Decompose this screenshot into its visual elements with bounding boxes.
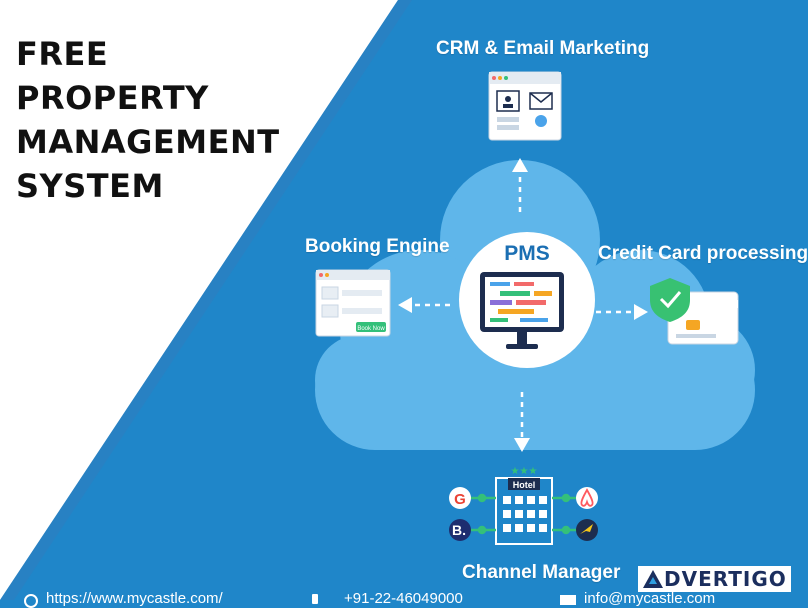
phone-icon [312, 594, 318, 604]
booking-engine-label: Booking Engine [305, 236, 450, 257]
channel-connectors [470, 493, 578, 535]
book-now-label: Book Now [357, 326, 385, 332]
booking-icon: B. [449, 519, 471, 541]
advertigo-logo: DVERTIGO [638, 566, 791, 592]
arrow-left-to-booking [398, 297, 450, 313]
footer-phone[interactable]: +91-22-46049000 [344, 590, 463, 607]
diagonal-stripe [0, 0, 412, 600]
mail-icon [560, 595, 576, 605]
shield-check-icon [650, 278, 690, 322]
headline-line-1: FREE [16, 35, 109, 73]
footer-website-link[interactable]: https://www.mycastle.com/ [46, 590, 223, 607]
pms-monitor-icon [480, 272, 564, 349]
illustration-canvas: Book Now [0, 0, 755, 605]
headline-line-2: PROPERTY [16, 79, 209, 117]
crm-card-icon [488, 71, 562, 141]
credit-card-processing-label: Credit Card processing [598, 243, 808, 264]
headline-line-3: MANAGEMENT [16, 123, 280, 161]
channel-manager-label: Channel Manager [462, 562, 621, 583]
hotel-building-icon [495, 477, 553, 545]
arrow-down-to-channel [514, 392, 530, 452]
booking-card-icon [315, 269, 391, 337]
arrow-right-to-credit [596, 304, 648, 320]
footer-bar: https://www.mycastle.com/ +91-22-4604900… [0, 586, 800, 608]
globe-icon [24, 594, 38, 608]
hotel-sign: Hotel [513, 480, 536, 490]
headline-line-4: SYSTEM [16, 167, 164, 205]
arrow-up-to-crm [512, 158, 528, 212]
crm-email-marketing-label: CRM & Email Marketing [436, 38, 650, 59]
headline: FREE PROPERTY MANAGEMENT SYSTEM [16, 32, 280, 208]
svg-text:B.: B. [452, 522, 466, 538]
pms-label: PMS [504, 242, 550, 265]
brand-wordmark: DVERTIGO [664, 567, 787, 591]
google-icon: G [449, 487, 471, 509]
footer-email[interactable]: info@mycastle.com [584, 590, 716, 607]
airbnb-icon [576, 487, 598, 509]
hotel-stars: ★★★ [511, 466, 538, 477]
expedia-icon [576, 519, 598, 541]
svg-text:G: G [454, 491, 466, 508]
advertigo-a-mark-icon [643, 570, 663, 588]
